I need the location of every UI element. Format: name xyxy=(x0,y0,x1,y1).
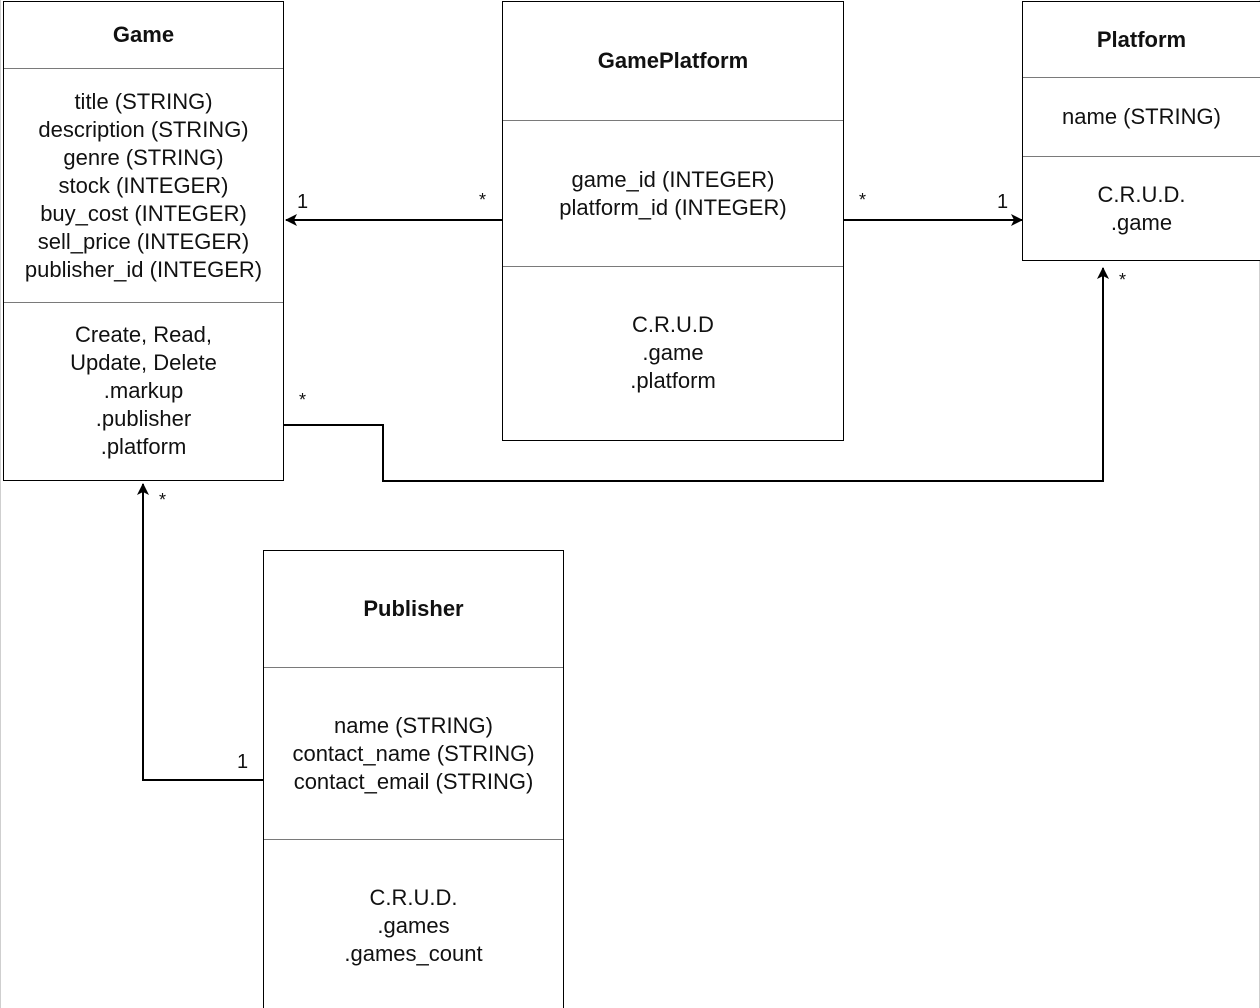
publisher-to-game-link xyxy=(137,483,263,781)
class-platform-title: Platform xyxy=(1096,26,1187,52)
class-platform-header: Platform xyxy=(1023,2,1260,77)
mult-platform-game-many: * xyxy=(1119,270,1127,290)
game-to-platform-link xyxy=(283,267,1109,482)
game-method-publisher: .publisher xyxy=(95,406,192,431)
mult-game-gp-many: * xyxy=(479,190,487,210)
class-game-header: Game xyxy=(4,2,283,68)
frame-left-border xyxy=(0,0,1,1008)
class-gameplatform-methods: C.R.U.D .game .platform xyxy=(503,266,843,440)
game-attr-genre: genre (STRING) xyxy=(63,144,224,170)
publisher-attr-contact-name: contact_name (STRING) xyxy=(292,740,535,766)
mult-gp-platform-many: * xyxy=(859,190,867,210)
mult-game-platform-many: * xyxy=(299,390,307,410)
game-attr-title: title (STRING) xyxy=(74,88,213,114)
gameplatform-attr-game-id: game_id (INTEGER) xyxy=(571,166,775,192)
gameplatform-attr-platform-id: platform_id (INTEGER) xyxy=(559,194,787,220)
publisher-method-crud: C.R.U.D. xyxy=(369,885,458,910)
class-platform-methods: C.R.U.D. .game xyxy=(1023,156,1260,260)
class-publisher-header: Publisher xyxy=(264,551,563,667)
class-game-methods: Create, Read, Update, Delete .markup .pu… xyxy=(4,302,283,480)
class-platform-attributes: name (STRING) xyxy=(1023,77,1260,156)
platform-attr-name: name (STRING) xyxy=(1062,104,1221,129)
game-attr-stock: stock (INTEGER) xyxy=(58,172,229,198)
gameplatform-method-platform: .platform xyxy=(630,368,716,393)
class-publisher-title: Publisher xyxy=(363,596,464,621)
class-gameplatform-title: GamePlatform xyxy=(597,48,749,73)
platform-method-crud: C.R.U.D. xyxy=(1097,182,1186,207)
class-gameplatform-header: GamePlatform xyxy=(503,2,843,120)
mult-game-gp-one: 1 xyxy=(297,191,309,213)
publisher-method-games-count: .games_count xyxy=(344,941,483,966)
class-gameplatform[interactable]: GamePlatform game_id (INTEGER) platform_… xyxy=(502,1,844,441)
game-method-create-read: Create, Read, xyxy=(75,322,212,347)
game-attr-buy-cost: buy_cost (INTEGER) xyxy=(40,200,247,226)
mult-publisher-game-one: 1 xyxy=(237,751,249,773)
game-attr-description: description (STRING) xyxy=(38,116,249,142)
class-publisher-methods: C.R.U.D. .games .games_count xyxy=(264,839,563,1008)
class-publisher[interactable]: Publisher name (STRING) contact_name (ST… xyxy=(263,550,564,1008)
gameplatform-method-game: .game xyxy=(642,340,704,365)
mult-gp-platform-one: 1 xyxy=(997,191,1009,213)
class-gameplatform-attributes: game_id (INTEGER) platform_id (INTEGER) xyxy=(503,120,843,266)
publisher-attr-contact-email: contact_email (STRING) xyxy=(293,768,534,794)
mult-game-publisher-many: * xyxy=(159,490,167,510)
game-method-markup: .markup xyxy=(103,378,184,403)
gameplatform-method-crud: C.R.U.D xyxy=(632,312,714,337)
publisher-method-games: .games xyxy=(377,913,450,938)
game-method-update-delete: Update, Delete xyxy=(70,350,217,375)
game-attr-sell-price: sell_price (INTEGER) xyxy=(37,228,250,254)
platform-method-game: .game xyxy=(1110,210,1173,235)
publisher-attr-name: name (STRING) xyxy=(334,712,493,738)
class-game-title: Game xyxy=(112,22,175,47)
game-attr-publisher-id: publisher_id (INTEGER) xyxy=(24,256,263,282)
class-platform[interactable]: Platform name (STRING) C.R.U.D. .game xyxy=(1022,1,1260,261)
class-game-attributes: title (STRING) description (STRING) genr… xyxy=(4,68,283,302)
class-game[interactable]: Game title (STRING) description (STRING)… xyxy=(3,1,284,481)
game-method-platform: .platform xyxy=(100,434,187,459)
class-publisher-attributes: name (STRING) contact_name (STRING) cont… xyxy=(264,667,563,839)
